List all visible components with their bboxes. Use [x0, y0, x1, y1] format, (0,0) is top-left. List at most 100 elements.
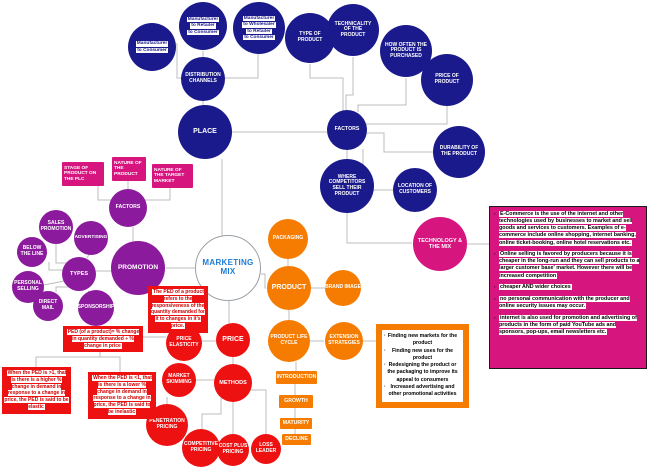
promotion-label: PROMOTION: [117, 264, 159, 272]
nature-of-the-target-market-label: NATURE OF: [154, 167, 182, 173]
where-competitors-sell-their-product-label: COMPETITORS: [328, 179, 366, 186]
connector: [367, 132, 433, 153]
textbox-ped-definition[interactable]: The PED of a product refers to the respo…: [148, 286, 208, 333]
type-of-product-label: TYPE OF: [299, 31, 321, 38]
node-types[interactable]: TYPES: [62, 257, 96, 291]
node-growth[interactable]: GROWTH: [279, 395, 313, 408]
packaging-label: PACKAGING: [272, 235, 304, 242]
node-sponsorship[interactable]: SPONSORSHIP: [78, 290, 114, 326]
connector: [55, 286, 70, 292]
sales-promotion-label: PROMOTION: [40, 226, 72, 232]
ecommerce-notes-item: Online selling is favored by producers b…: [494, 251, 643, 280]
below-the-line-label: THE LINE: [20, 251, 44, 257]
connector: [309, 64, 344, 111]
node-factors-blue[interactable]: FACTORS: [327, 110, 367, 150]
ecommerce-notes-item-text: no personal communication with the produ…: [499, 295, 630, 309]
node-packaging[interactable]: PACKAGING: [268, 219, 308, 259]
product-life-cycle-label: PRODUCT LIFE: [270, 334, 308, 341]
node-maturity[interactable]: MATURITY: [280, 418, 312, 429]
extension-strategies-notes-item-text: Finding new markets for the product: [387, 333, 458, 347]
personal-selling-label: SELLING: [17, 286, 39, 292]
ecommerce-notes-item-text: E-Commerce is the use of the internet an…: [499, 211, 636, 246]
node-advertising[interactable]: ADVERTISING: [74, 221, 108, 255]
extension-strategies-notes-item: Finding new markets for the product: [384, 333, 461, 348]
textbox-ped-elastic[interactable]: When the PED is >1, that is there is a h…: [2, 367, 71, 414]
connector: [247, 389, 267, 434]
node-methods[interactable]: METHODS: [214, 364, 252, 402]
durability-of-the-product-label: DURABILITY OF: [439, 145, 479, 152]
type-of-product-label: PRODUCT: [297, 37, 323, 43]
penetration-pricing-label: PENETRATION: [149, 418, 185, 425]
where-competitors-sell-their-product-label: PRODUCT: [334, 190, 360, 197]
node-brand-image[interactable]: BRAND IMAGE: [325, 270, 361, 306]
decline-label: DECLINE: [285, 435, 308, 442]
extension-strategies-notes-item: Finding new uses for the product: [384, 348, 461, 363]
nature-of-the-product-label: THE: [114, 166, 124, 172]
technology-and-the-mix-label: THE MIX: [428, 244, 452, 250]
connector: [55, 244, 68, 264]
ecommerce-notes-item: no personal communication with the produ…: [494, 295, 643, 310]
product-label: PRODUCT: [271, 284, 307, 292]
connector: [43, 280, 65, 286]
node-product[interactable]: PRODUCT: [267, 266, 311, 310]
loss-leader-label: LOSS: [259, 442, 273, 449]
factors-blue-label: FACTORS: [334, 126, 360, 133]
textbox-ped-inelastic[interactable]: When the PED is <1, that is there is a l…: [88, 372, 156, 419]
node-place[interactable]: PLACE: [178, 105, 232, 159]
introduction-label: INTRODUCTION: [276, 373, 317, 380]
node-factors-purple[interactable]: FACTORS: [109, 189, 147, 227]
connector: [143, 188, 171, 201]
market-skimming-label: MARKET: [168, 373, 190, 380]
textbox-ecommerce-notes[interactable]: E-Commerce is the use of the internet an…: [489, 206, 647, 369]
how-often-the-product-is-purchased-label: PRODUCT IS: [390, 47, 422, 54]
node-price[interactable]: PRICE: [216, 323, 250, 357]
marketing-mix-label: MARKETING: [202, 258, 254, 268]
how-often-the-product-is-purchased-label: PURCHASED: [390, 52, 422, 59]
price-label: PRICE: [222, 336, 244, 344]
textbox-extension-strategies-notes[interactable]: Finding new markets for the productFindi…: [376, 324, 469, 408]
where-competitors-sell-their-product-label: WHERE: [337, 173, 357, 180]
nature-of-the-target-market-label: MARKET: [154, 178, 175, 184]
technicality-of-the-product-label: PRODUCT: [340, 31, 366, 38]
location-of-customers-label: LOCATION OF: [397, 183, 433, 190]
technology-and-the-mix-label: TECHNOLOGY &: [417, 237, 463, 244]
node-introduction[interactable]: INTRODUCTION: [276, 371, 317, 384]
stage-of-product-on-the-plc-label: STAGE OF: [64, 165, 89, 171]
personal-selling-label: PERSONAL: [14, 280, 42, 287]
methods-label: METHODS: [219, 379, 247, 386]
node-technology-and-the-mix[interactable]: TECHNOLOGY &THE MIX: [413, 217, 467, 271]
direct-mail-label: DIRECT: [38, 299, 58, 306]
connector: [366, 106, 448, 125]
textbox-ped-formula[interactable]: PED (of a product)= % change in quantity…: [63, 326, 143, 353]
brand-image-label: BRAND IMAGE: [325, 284, 361, 291]
price-of-product-label: PRODUCT: [434, 79, 460, 85]
nature-of-the-product-label: PRODUCT: [114, 171, 138, 177]
ped-elastic-text: When the PED is >1, that is there is a h…: [4, 370, 69, 410]
node-decline[interactable]: DECLINE: [282, 434, 311, 445]
extension-strategies-label: STRATEGIES: [328, 340, 360, 346]
